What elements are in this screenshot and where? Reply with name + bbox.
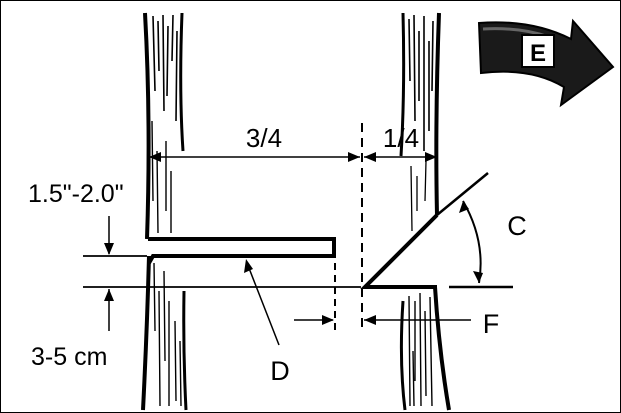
direction-label-box	[521, 34, 555, 68]
notch-angle-arc	[462, 200, 482, 284]
back-cut-leader	[244, 259, 280, 346]
felling-direction-arrow	[477, 18, 615, 108]
arrowhead-left	[364, 315, 376, 325]
arrowhead-up	[104, 289, 114, 301]
arrowhead-up	[244, 259, 253, 273]
hinge-width-dimension	[294, 315, 471, 325]
arrowhead-right	[322, 315, 334, 325]
arrowhead-left	[364, 152, 376, 162]
arrowhead-down	[104, 243, 114, 255]
right-trunk	[399, 12, 451, 411]
direction-label: E	[530, 40, 546, 67]
notch-angle-arrowhead-bottom	[473, 271, 483, 283]
back-cut-label: D	[270, 356, 290, 386]
arrowhead-right	[425, 152, 437, 162]
hinge-label: F	[483, 309, 500, 339]
felling-notch	[360, 172, 513, 289]
left-trunk-lower	[141, 255, 188, 411]
right-trunk-lower	[399, 286, 451, 411]
arrowhead-right	[348, 152, 360, 162]
three-quarters-label: 3/4	[246, 123, 282, 153]
back-cut	[147, 237, 336, 264]
width-dimension	[149, 152, 437, 162]
arrowhead-left	[149, 152, 161, 162]
one-quarter-label: 1/4	[383, 123, 419, 153]
right-trunk-upper	[399, 12, 441, 232]
left-trunk	[141, 12, 188, 411]
notch-angle-extension-line	[436, 172, 489, 216]
notch-angle-arrowhead-top	[459, 201, 469, 213]
angle-label: C	[507, 211, 527, 241]
step-height-dimension	[83, 216, 361, 331]
left-trunk-upper	[143, 12, 185, 240]
cm-label: 3-5 cm	[31, 343, 107, 371]
inches-label: 1.5"-2.0"	[28, 180, 124, 208]
